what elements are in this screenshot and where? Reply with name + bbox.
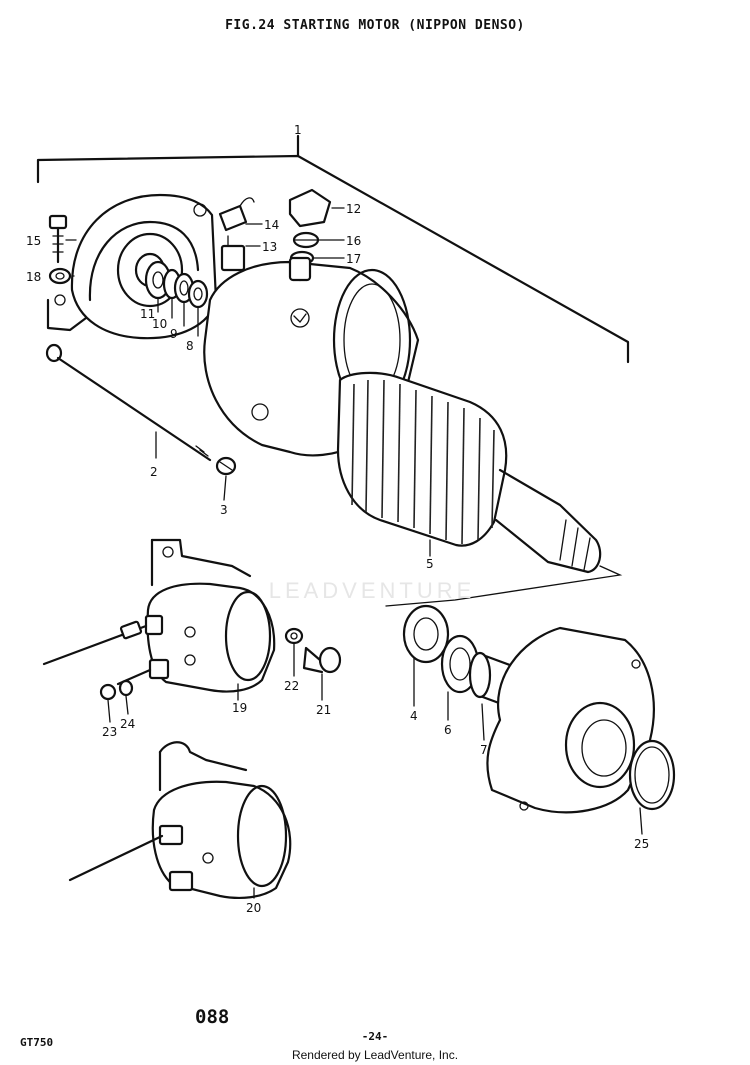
diagram-ref-number: 088 (195, 1006, 230, 1028)
callout-24: 24 (120, 717, 135, 731)
callout-15: 15 (26, 234, 41, 248)
rubber-cap-12[interactable] (288, 188, 332, 228)
callout-8: 8 (186, 339, 194, 353)
callout-1: 1 (294, 123, 302, 137)
leader-lines (65, 135, 643, 899)
thrust-washer-4[interactable] (402, 604, 450, 664)
through-screw-15[interactable] (48, 214, 68, 264)
callout-21: 21 (316, 703, 331, 717)
callout-labels: 1 2 3 4 5 6 7 8 9 10 11 12 13 14 15 16 1… (26, 123, 649, 915)
callout-14: 14 (264, 218, 279, 232)
o-ring-25[interactable] (628, 739, 676, 811)
render-credit: Rendered by LeadVenture, Inc. (291, 1048, 459, 1062)
washer-22[interactable] (284, 627, 304, 645)
washer-18[interactable] (48, 267, 72, 285)
commutator-end-frame[interactable] (46, 193, 218, 340)
callout-18: 18 (26, 270, 41, 284)
brush-spring-14[interactable] (218, 197, 255, 232)
callout-20: 20 (246, 901, 261, 915)
drive-end-frame[interactable] (486, 626, 655, 814)
lock-washer-3[interactable] (215, 456, 237, 476)
callout-3: 3 (220, 503, 228, 517)
figure-title: FIG.24 STARTING MOTOR (NIPPON DENSO) (225, 18, 525, 33)
callout-25: 25 (634, 837, 649, 851)
callout-12: 12 (346, 202, 361, 216)
callout-4: 4 (410, 709, 418, 723)
nut-23[interactable] (99, 683, 117, 701)
callout-22: 22 (284, 679, 299, 693)
callout-2: 2 (150, 465, 158, 479)
callout-13: 13 (262, 240, 277, 254)
callout-11: 11 (140, 307, 155, 321)
callout-5: 5 (426, 557, 434, 571)
callout-6: 6 (444, 723, 452, 737)
callout-7: 7 (480, 743, 488, 757)
terminal-nut-16[interactable] (292, 231, 320, 249)
magnetic-switch-20[interactable] (68, 741, 292, 899)
watermark: LEADVENTURE (268, 578, 476, 603)
assembly-guide-lines (385, 565, 623, 607)
brush-13[interactable] (220, 235, 246, 272)
callout-16: 16 (346, 234, 361, 248)
magnetic-switch-19[interactable] (42, 538, 276, 693)
washer-8[interactable] (187, 279, 209, 309)
page-number: -24- (361, 1030, 389, 1043)
bolt-21[interactable] (302, 646, 342, 674)
callout-17: 17 (346, 252, 361, 266)
model-code: GT750 (20, 1036, 54, 1049)
armature-5[interactable] (336, 371, 602, 574)
washer-24[interactable] (118, 679, 134, 697)
callout-23: 23 (102, 725, 117, 739)
callout-19: 19 (232, 701, 247, 715)
through-bolt-2[interactable] (45, 343, 212, 462)
callout-10: 10 (152, 317, 167, 331)
callout-9: 9 (170, 327, 178, 341)
